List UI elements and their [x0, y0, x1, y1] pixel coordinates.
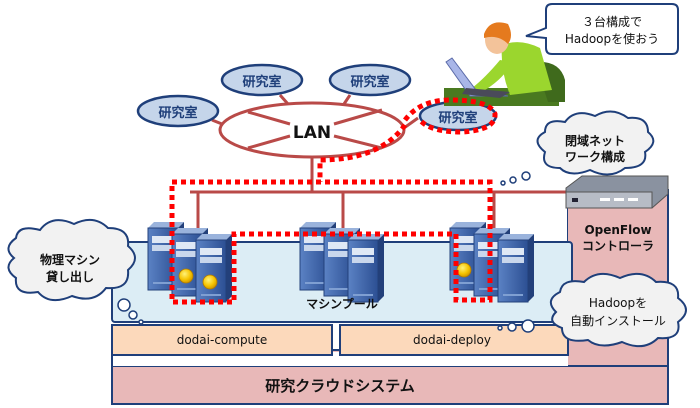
speech-line-2: Hadoopを使おう — [565, 31, 659, 46]
machine-pool-label: マシンプール — [306, 296, 378, 311]
lab-1[interactable]: 研究室 — [136, 94, 220, 128]
openflow-switch — [565, 175, 669, 209]
dodai-deploy-label: dodai-deploy — [413, 333, 491, 347]
openflow-line-1: OpenFlow — [584, 223, 651, 237]
closed-network-line-2: ワーク構成 — [565, 149, 625, 164]
server-tower — [195, 234, 232, 303]
hair — [484, 22, 511, 44]
assigned-node-marker — [456, 262, 472, 278]
speech-line-1: ３台構成で — [582, 14, 642, 29]
lan-label: LAN — [293, 123, 331, 143]
lab-1-label: 研究室 — [158, 105, 197, 121]
research-cloud-label: 研究クラウドシステム — [265, 377, 415, 395]
closed-network-line-1: 閉域ネット — [565, 133, 625, 148]
assigned-node-marker — [178, 268, 194, 284]
hadoop-install-line-2: 自動インストール — [570, 314, 666, 328]
physical-machine-cloud: 物理マシン 貸し出し — [7, 218, 144, 325]
lab-3[interactable]: 研究室 — [328, 63, 412, 97]
lab-3-label: 研究室 — [350, 74, 389, 90]
openflow-line-2: コントローラ — [582, 239, 654, 253]
dodai-compute-label: dodai-compute — [177, 333, 268, 347]
server-tower — [347, 234, 384, 303]
network-lines — [190, 155, 610, 232]
lab-2[interactable]: 研究室 — [220, 63, 304, 97]
lab-4-label: 研究室 — [438, 110, 477, 126]
user-speech-bubble: ３台構成で Hadoopを使おう — [525, 3, 679, 55]
shirt — [501, 42, 552, 95]
lab-2-label: 研究室 — [242, 74, 281, 90]
closed-network-cloud: 閉域ネット ワーク構成 — [500, 110, 655, 186]
server-groups — [147, 222, 534, 303]
physical-machine-line-2: 貸し出し — [46, 269, 94, 284]
hadoop-install-cloud: Hadoopを 自動インストール — [497, 272, 687, 348]
dodai-compute-box — [111, 324, 333, 356]
assigned-node-marker — [202, 274, 218, 290]
server-tower — [497, 234, 534, 303]
user-illustration — [444, 22, 565, 106]
hadoop-cluster-selection — [169, 97, 498, 305]
hadoop-install-line-1: Hadoopを — [589, 296, 647, 310]
physical-machine-line-1: 物理マシン — [40, 252, 100, 267]
